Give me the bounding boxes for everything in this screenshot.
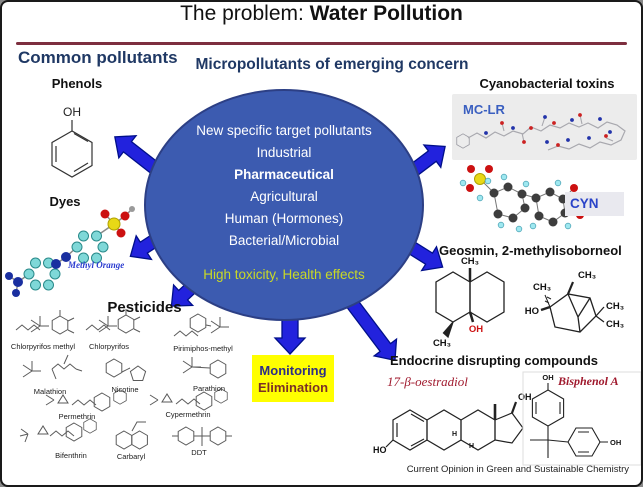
cyanobacterial-toxins-heading: Cyanobacterial toxins [479,76,615,91]
ellipse-line-3: Pharmaceutical [234,167,334,182]
page-title: The problem: Water Pollution [2,2,641,26]
elimination-label: Elimination [257,379,329,395]
endocrine-heading: Endocrine disrupting compounds [390,353,598,368]
bisphenol-oh-top: OH [542,373,553,382]
mib-ch3-right2: CH₃ [606,319,624,330]
pesticide-label-malathion: Malathion [33,387,67,396]
mc-lr-structure [452,94,637,160]
estradiol-structure: HO OH H H [373,392,532,455]
common-pollutants-heading: Common pollutants [18,48,178,67]
cyn-label-panel [565,192,624,216]
pesticide-structures [15,309,232,450]
phenols-label: Phenols [51,76,103,91]
geosmin-ch3-top: CH₃ [461,256,479,267]
pesticide-label-ddt: DDT [191,448,207,457]
pesticide-label-bifenthrin: Bifenthrin [55,451,87,460]
nicotine-structure [105,358,147,381]
pesticide-label-chlorpyrifos-methyl: Chlorpyrifos methyl [10,342,76,351]
cyn-label: CYN [570,196,599,211]
geosmin-heading: Geosmin, 2-methylisoborneol [439,243,622,258]
cyn-structure [459,165,624,233]
title-emphasis: Water Pollution [309,2,463,25]
ellipse-line-1: New specific target pollutants [196,123,372,138]
pesticide-label-parathion: Parathion [192,384,226,393]
ellipse-line-6: Bacterial/Microbial [228,233,340,248]
estradiol-oh: OH [518,392,532,402]
ellipse-line-4: Agricultural [250,189,318,204]
geosmin-ch3-bottom: CH₃ [433,338,451,349]
bisphenol-oh-right: OH [610,438,621,447]
oestradiol-label: 17-β-oestradiol [387,374,468,389]
methyl-orange-structure [5,206,135,297]
title-divider [16,42,627,45]
geosmin-oh: OH [469,324,483,335]
ellipse-line-2: Industrial [256,145,312,160]
mib-ch3-right1: CH₃ [606,301,624,312]
mib-ho: HO [525,306,539,317]
central-ellipse [144,89,424,321]
title-prefix: The problem: [180,2,310,25]
ellipse-highlight-line: High toxicity, Health effects [203,267,365,282]
cypermethrin-structure [149,388,228,411]
mib-ch3-top: CH₃ [578,270,596,281]
estradiol-h2: H [469,443,474,450]
mc-lr-label: MC-LR [463,102,505,117]
monitoring-elimination-box: Monitoring Elimination [252,355,334,402]
pesticide-label-cypermethrin: Cypermethrin [165,410,211,419]
ddt-structure [172,426,232,446]
bifenthrin-structure [19,418,97,443]
chlorpyrifos-structure [85,309,141,334]
pesticides-heading: Pesticides [107,299,182,316]
monitoring-label: Monitoring [259,362,327,378]
journal-footer: Current Opinion in Green and Sustainable… [406,464,629,475]
bisphenol-a-label: Bisphenol A [558,374,619,388]
pesticide-label-nicotine: Nicotine [111,385,139,394]
malathion-structure [22,354,83,380]
permethrin-structure [45,389,127,412]
estradiol-ho: HO [373,445,387,455]
pirimiphos-methyl-structure [173,313,230,337]
pesticide-label-carbaryl: Carbaryl [116,452,146,461]
ellipse-line-5: Human (Hormones) [224,211,344,226]
estradiol-h1: H [452,431,457,438]
mib-ch3-left: CH₃ [533,282,551,293]
micropollutants-heading: Micropollutants of emerging concern [195,56,469,73]
methyl-orange-label: Methyl Orange [68,260,125,270]
pesticide-label-pirimiphos-methyl: Pirimiphos-methyl [173,344,233,353]
pesticide-label-permethrin: Permethrin [58,412,96,421]
ellipse-text-block: New specific target pollutants Industria… [145,90,423,286]
pesticide-label-chlorpyrifos: Chlorpyrifos [88,342,129,351]
parathion-structure [182,356,227,379]
chlorpyrifos-methyl-structure [15,310,75,335]
geosmin-structure: CH₃ CH₃ OH [433,256,505,349]
carbaryl-structure [115,421,148,450]
phenol-structure: OH [51,105,93,178]
dyes-label: Dyes [49,194,81,209]
two-mib-structure: CH₃ CH₃ HO CH₃ CH₃ [525,270,624,333]
phenol-oh-label: OH [63,105,81,119]
bisphenol-a-structure: OH OH [522,371,641,466]
